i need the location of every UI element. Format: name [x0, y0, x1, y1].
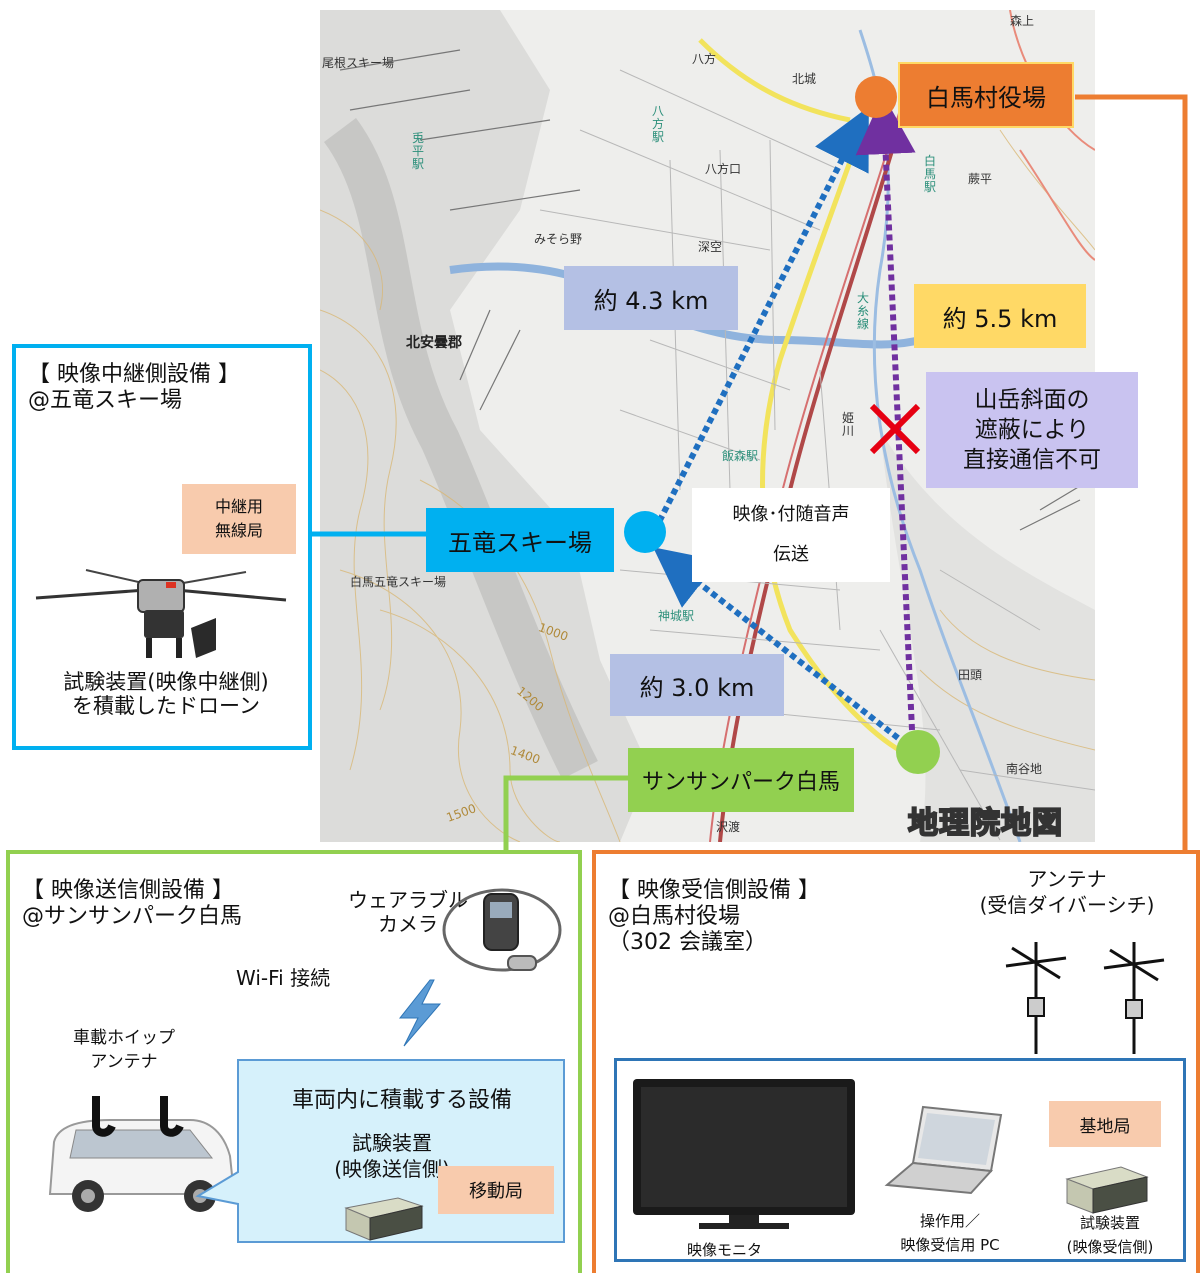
map-label: 深空 [698, 240, 723, 254]
wifi-label: Wi-Fi 接続 [236, 966, 331, 990]
map-label: 神城駅 [658, 609, 695, 623]
distance-label: 約 5.5 km [914, 284, 1086, 348]
map-label: 八方口 [705, 162, 742, 176]
transmitter-equipment-panel: 【 映像送信側設備 】 @サンサンパーク白馬 ウェアラブル カメラ Wi-Fi … [6, 850, 582, 1273]
link-sunsun-to-office-blocked [855, 94, 916, 731]
map-label: 北安曇郡 [406, 335, 462, 351]
distance-label: 約 4.3 km [564, 266, 738, 330]
camera-label: ウェアラブル カメラ [348, 888, 468, 936]
station-tag: 中継用 無線局 [182, 484, 296, 554]
goryu-label: 五竜スキー場 [426, 508, 614, 572]
wifi-bolt-icon [398, 979, 442, 1047]
drone-icon [35, 569, 287, 658]
map-label: 兎平駅 [412, 131, 425, 171]
blocked-x-icon [869, 403, 921, 455]
map-label: 蕨平 [968, 172, 993, 186]
whip-antenna-label: 車載ホイップ アンテナ [73, 1028, 175, 1072]
antenna-label: アンテナ (受信ダイバーシチ) [979, 867, 1155, 917]
sunsun-label: サンサンパーク白馬 [628, 748, 854, 812]
map-label: 飯森駅 [722, 449, 759, 463]
monitor-label: 映像モニタ [687, 1241, 763, 1259]
map-label: 南谷地 [1006, 762, 1043, 776]
test-device-icon [1065, 1166, 1149, 1214]
goryu-marker [624, 511, 666, 553]
map-label: 尾根スキー場 [322, 56, 395, 70]
callout-title: 車両内に積載する設備 [291, 1088, 512, 1113]
sunsun-marker [896, 730, 940, 774]
map-label: 田頭 [958, 668, 983, 682]
office-label: 白馬村役場 [898, 62, 1074, 128]
transmission-note: 映像･付随音声 伝送 [692, 488, 890, 582]
map-label: 北城 [792, 72, 817, 86]
link-sunsun-to-goryu [653, 547, 900, 741]
panel-title: 【 映像中継側設備 】 @五竜スキー場 [28, 362, 240, 413]
wearable-camera-icon [442, 888, 562, 972]
map-label: 姫川 [842, 411, 855, 438]
map-label: みそら野 [534, 232, 583, 246]
laptop-icon [884, 1105, 1003, 1195]
map-watermark: 地理院地図 [907, 805, 1063, 842]
panel-title: 【 映像送信側設備 】 @サンサンパーク白馬 [22, 878, 243, 929]
map-label: 森上 [1010, 14, 1035, 28]
map-label: 八方 [692, 52, 717, 66]
blocked-note: 山岳斜面の 遮蔽により 直接通信不可 [926, 372, 1138, 488]
map-label: 沢渡 [716, 820, 741, 834]
receiver-room-box: 映像モニタ 操作用／ 映像受信用 PC 基地局 試験装置 (映像受信側) [614, 1058, 1186, 1262]
vehicle-icon [48, 1096, 236, 1212]
station-tag: 基地局 [1049, 1101, 1161, 1147]
callout-device: 試験装置 (映像送信側) [334, 1131, 450, 1181]
map-label: 白馬駅 [924, 154, 937, 194]
office-marker [855, 76, 897, 118]
green-connector-line [503, 775, 628, 850]
distance-label: 約 3.0 km [610, 654, 784, 716]
device-label: 試験装置 (映像受信側) [1066, 1214, 1154, 1256]
orange-connector-line [1075, 94, 1188, 850]
panel-title: 【 映像受信側設備 】 @白馬村役場 （302 会議室） [608, 878, 820, 955]
map-label: 八方駅 [652, 104, 665, 144]
drone-caption: 試験装置(映像中継側) を積載したドローン [63, 670, 269, 718]
station-tag: 移動局 [438, 1166, 554, 1214]
map-label: 白馬五竜スキー場 [350, 575, 447, 589]
receiver-equipment-panel: 【 映像受信側設備 】 @白馬村役場 （302 会議室） アンテナ (受信ダイバ… [592, 850, 1200, 1273]
link-goryu-to-office [652, 106, 869, 532]
diversity-antenna-icon [1005, 942, 1165, 1054]
test-device-icon [344, 1197, 424, 1241]
pc-label: 操作用／ 映像受信用 PC [900, 1212, 1000, 1254]
relay-equipment-panel: 【 映像中継側設備 】 @五竜スキー場 中継用 無線局 試験装置(映像中継側) … [12, 344, 312, 750]
monitor-icon [633, 1079, 855, 1229]
map-label: 大糸線 [857, 291, 870, 331]
